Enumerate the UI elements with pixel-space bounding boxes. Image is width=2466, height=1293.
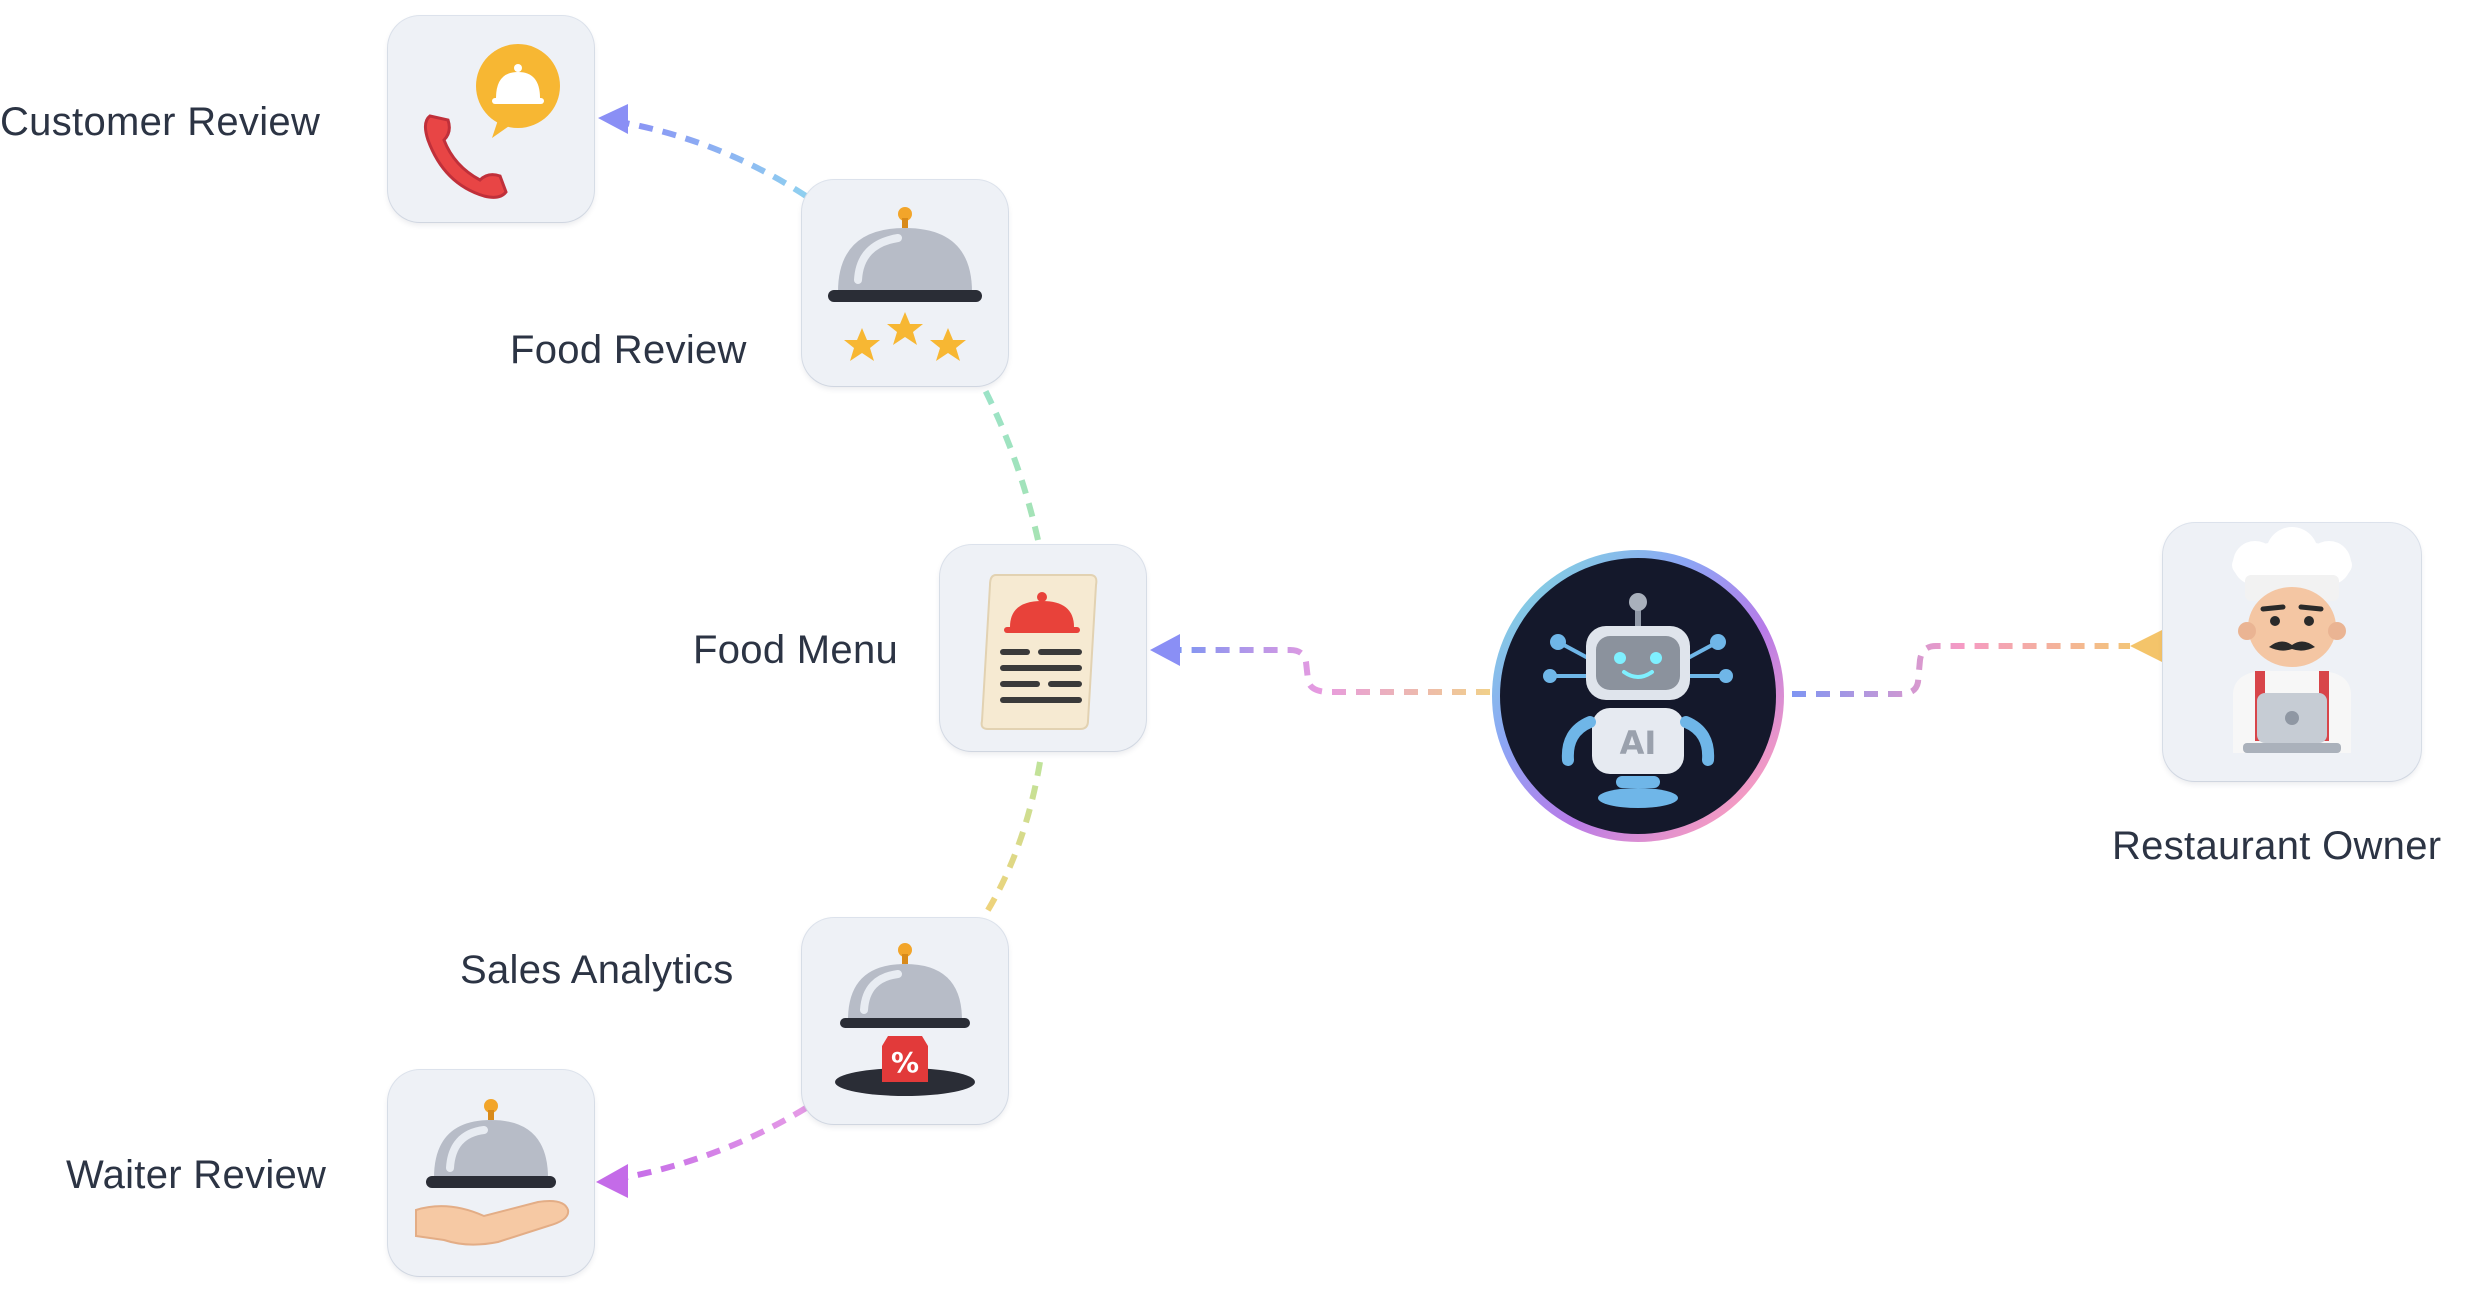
waiter-review-node[interactable] (388, 1070, 594, 1276)
svg-text:%: % (891, 1046, 919, 1079)
arrowhead-customer-review (598, 104, 628, 134)
menu-scroll-icon (980, 574, 1098, 730)
customer-review-label: Customer Review (0, 100, 321, 144)
link-food-menu-to-sales-analytics (982, 761, 1043, 917)
link-restaurant-owner-to-ai (1792, 643, 2130, 697)
cloche-stars-icon (828, 207, 982, 361)
cloche-discount-tag-icon: % (835, 943, 975, 1096)
link-food-menu-to-food-review (982, 388, 1041, 541)
phone-chat-icon (423, 44, 560, 199)
food-review-label: Food Review (510, 328, 747, 372)
ai-hub-label: AI (1620, 724, 1657, 762)
link-food-review-to-customer-review (619, 119, 808, 199)
chef-laptop-icon (2232, 527, 2352, 753)
arrowhead-restaurant-owner (2130, 630, 2162, 662)
waiter-review-label: Waiter Review (66, 1153, 327, 1197)
restaurant-owner-node[interactable] (2163, 523, 2421, 781)
arrowhead-food-menu (1150, 634, 1180, 666)
food-menu-node[interactable] (940, 545, 1146, 751)
link-ai-to-food-menu (1180, 647, 1490, 695)
food-review-node[interactable] (802, 180, 1008, 386)
link-sales-analytics-to-waiter-review (621, 1105, 808, 1181)
restaurant-owner-label: Restaurant Owner (2112, 824, 2442, 868)
cloche-hand-icon (415, 1099, 570, 1246)
sales-analytics-node[interactable]: % (802, 918, 1008, 1124)
customer-review-node[interactable] (388, 16, 594, 222)
sales-analytics-label: Sales Analytics (460, 948, 734, 992)
arrowhead-waiter-review (596, 1164, 628, 1198)
robot-icon: AI (1543, 593, 1733, 808)
ai-hub-node[interactable]: AI (1488, 546, 1788, 846)
food-menu-label: Food Menu (693, 628, 899, 672)
